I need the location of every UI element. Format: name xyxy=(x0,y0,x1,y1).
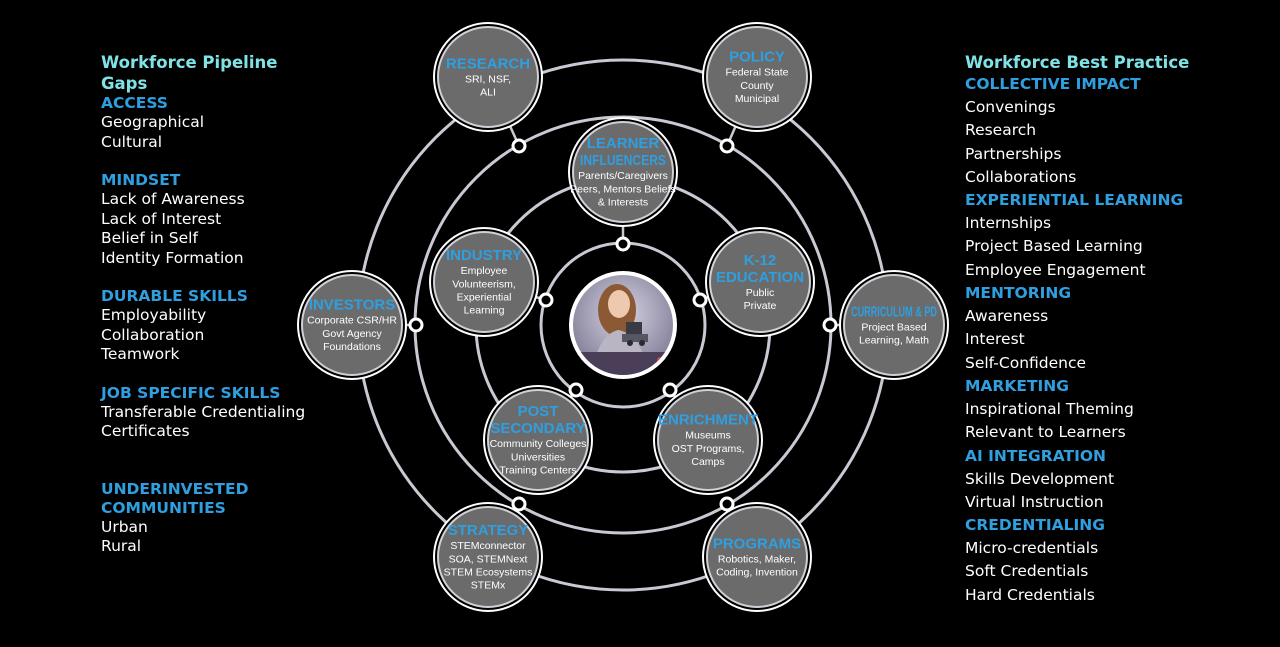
connector-dot xyxy=(570,384,582,396)
node-learner-influencers: LEARNERINFLUENCERSParents/CaregiversPeer… xyxy=(569,118,677,226)
node-subtitle: ALI xyxy=(480,87,496,99)
node-subtitle: STEMconnector xyxy=(450,540,526,552)
node-subtitle: Learning xyxy=(464,305,505,317)
node-subtitle: SOA, STEMNext xyxy=(449,553,528,565)
connector-dot xyxy=(721,498,733,510)
node-subtitle: Federal State xyxy=(725,67,788,79)
node-subtitle: County xyxy=(740,80,774,92)
node-title: CURRICULUM & PD xyxy=(851,303,937,320)
node-subtitle: OST Programs, xyxy=(672,443,745,455)
node-subtitle: & Interests xyxy=(598,197,648,209)
node-subtitle: Community Colleges xyxy=(490,438,587,450)
node-subtitle: Volunteerism, xyxy=(452,278,516,290)
connector-dot xyxy=(694,294,706,306)
node-investors: INVESTORSCorporate CSR/HRGovt AgencyFoun… xyxy=(298,271,406,379)
node-subtitle: Peers, Mentors Beliefs xyxy=(570,183,676,195)
node-title: POLICY xyxy=(729,49,785,66)
node-title: STRATEGY xyxy=(448,522,529,539)
node-title: INVESTORS xyxy=(309,297,395,314)
connector-dot xyxy=(513,140,525,152)
node-subtitle: Foundations xyxy=(323,341,381,353)
node-title: PROGRAMS xyxy=(713,535,801,552)
connector-dot xyxy=(617,238,629,250)
node-subtitle: Training Centers xyxy=(499,465,576,477)
node-subtitle: Robotics, Maker, xyxy=(718,553,796,565)
node-subtitle: Private xyxy=(744,300,777,312)
node-subtitle: Govt Agency xyxy=(322,328,382,340)
node-title: RESEARCH xyxy=(446,55,530,72)
connector-dot xyxy=(540,294,552,306)
node-subtitle: STEM Ecosystems xyxy=(444,567,533,579)
node-subtitle: Learning, Math xyxy=(859,335,929,347)
node-strategy: STRATEGYSTEMconnectorSOA, STEMNextSTEM E… xyxy=(434,503,542,611)
node-subtitle: Camps xyxy=(691,456,724,468)
node-curriculum-pd: CURRICULUM & PDProject BasedLearning, Ma… xyxy=(840,271,948,379)
node-k12-education: K-12EDUCATIONPublicPrivate xyxy=(706,228,814,336)
node-subtitle: Museums xyxy=(685,430,731,442)
center-learner-image xyxy=(569,271,677,379)
connector-dot xyxy=(410,319,422,331)
node-title: INFLUENCERS xyxy=(580,152,666,169)
node-subtitle: STEMx xyxy=(471,580,506,592)
node-subtitle: Parents/Caregivers xyxy=(578,170,668,182)
node-title: ENRICHMENT xyxy=(658,412,758,429)
node-title: SECONDARY xyxy=(490,420,585,437)
node-subtitle: Municipal xyxy=(735,93,779,105)
node-subtitle: Employee xyxy=(461,265,508,277)
connector-dot xyxy=(721,140,733,152)
connector-dot xyxy=(824,319,836,331)
node-subtitle: Public xyxy=(746,287,775,299)
node-title: K-12 xyxy=(744,252,777,269)
node-title: LEARNER xyxy=(587,135,660,152)
node-subtitle: SRI, NSF, xyxy=(465,73,511,85)
node-subtitle: Corporate CSR/HR xyxy=(307,315,397,327)
node-subtitle: Coding, Invention xyxy=(716,567,798,579)
node-subtitle: Universities xyxy=(511,451,565,463)
node-title: INDUSTRY xyxy=(446,247,522,264)
connector-dot xyxy=(513,498,525,510)
connector-dot xyxy=(664,384,676,396)
node-subtitle: Experiential xyxy=(457,292,512,304)
node-title: POST xyxy=(518,403,559,420)
node-title: EDUCATION xyxy=(716,269,804,286)
node-subtitle: Project Based xyxy=(861,321,927,333)
